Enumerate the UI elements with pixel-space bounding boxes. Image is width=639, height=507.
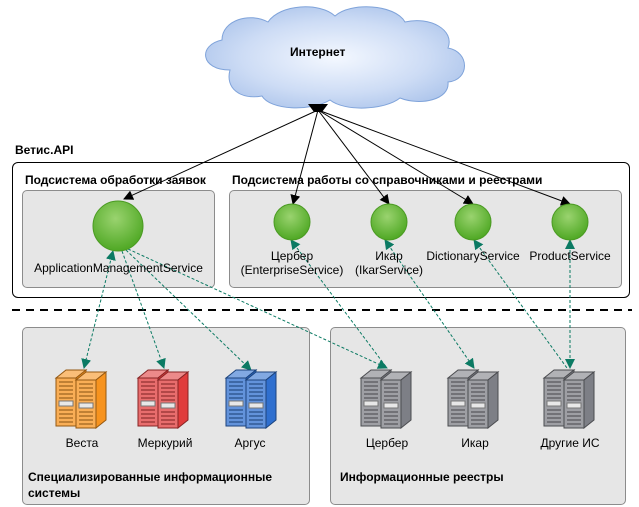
edge-internet-dictionary	[317, 109, 474, 205]
registry-label-cerber: Цербер	[365, 436, 409, 450]
server-icon-cerber_db[interactable]	[359, 368, 413, 430]
edge-ams-argus	[125, 249, 252, 371]
vetis-api-title: Ветис.API	[15, 143, 74, 157]
edge-cerber-cerber-db	[290, 239, 388, 369]
internet-gateway-icon	[308, 104, 328, 112]
specialized-title-line2: системы	[28, 486, 81, 500]
edge-internet-product	[317, 109, 571, 206]
app-subsystem-title: Подсистема обработки заявок	[25, 173, 206, 187]
service-label-cerber: Цербер	[270, 249, 314, 263]
specialized-title-line1: Специализированные информационные	[28, 470, 273, 484]
service-node-cerber[interactable]	[273, 203, 311, 241]
ref-subsystem-title: Подсистема работы со справочниками и рее…	[232, 173, 543, 187]
edge-ikar-ikar-db	[384, 239, 475, 369]
service-node-product[interactable]	[551, 203, 589, 241]
system-label-merkuriy: Меркурий	[137, 436, 193, 450]
system-label-argus: Аргус	[234, 436, 266, 450]
server-icon-merkuriy[interactable]	[136, 368, 190, 430]
server-icon-ikar_db[interactable]	[446, 368, 500, 430]
server-icon-other_db[interactable]	[542, 368, 596, 430]
registry-label-other: Другие ИС	[540, 436, 600, 450]
service-sublabel-cerber: (EnterpriseService)	[240, 263, 344, 277]
edge-ams-merkuriy	[121, 250, 166, 369]
server-icon-vesta[interactable]	[54, 368, 108, 430]
internet-label: Интернет	[290, 45, 346, 59]
registries-title: Информационные реестры	[340, 470, 504, 484]
service-node-dictionary[interactable]	[454, 203, 492, 241]
service-node-ams[interactable]	[92, 200, 144, 252]
edge-ams-vesta	[81, 250, 116, 369]
edge-ams-cerber-db	[127, 248, 388, 369]
system-label-vesta: Веста	[65, 436, 99, 450]
edge-dictionary-other	[473, 239, 568, 369]
service-node-ikar[interactable]	[370, 203, 408, 241]
service-sublabel-ikar: (IkarService)	[354, 263, 423, 277]
service-label-product: ProductService	[529, 249, 611, 263]
edge-internet-ikar	[317, 109, 390, 205]
edge-internet-ams	[123, 109, 319, 200]
registry-label-ikar: Икар	[461, 436, 489, 450]
service-label-ikar: Икар	[375, 249, 403, 263]
server-icon-argus[interactable]	[224, 368, 278, 430]
service-label-dictionary: DictionaryService	[426, 249, 520, 263]
edge-internet-cerber	[290, 109, 319, 205]
service-label-ams: ApplicationManagementService	[34, 261, 203, 275]
internet-cloud	[205, 6, 465, 112]
